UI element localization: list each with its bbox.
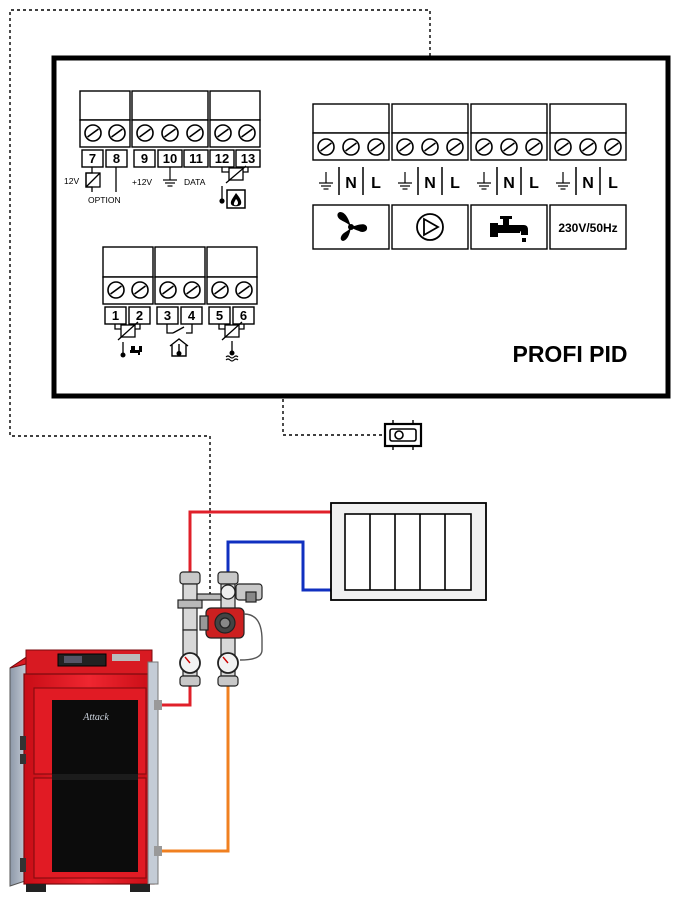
terminal-8-label: 8	[113, 151, 120, 166]
room-thermostat-contact-symbol	[166, 324, 193, 334]
pin-labels-fan: N L	[319, 167, 381, 195]
terminal-block-12-13	[209, 90, 261, 148]
terminal-11-label: 11	[189, 151, 203, 166]
pump-box	[391, 204, 469, 250]
terminal-4-label: 4	[188, 308, 196, 323]
neutral-label: N	[424, 175, 436, 192]
pump-group	[177, 571, 263, 687]
label-12v: 12V	[64, 176, 79, 186]
live-label: L	[608, 175, 618, 192]
terminal-numbers-top: 7 8 9 10 11 12 13	[81, 149, 261, 168]
neutral-label: N	[345, 175, 357, 192]
power-terminal-mains	[549, 103, 627, 161]
dhw-sensor-symbol	[114, 321, 141, 341]
pump-icon	[416, 213, 444, 241]
boiler-return-pipe	[160, 680, 230, 853]
terminal-block-9-11	[131, 90, 209, 148]
house-icon	[169, 338, 189, 357]
pin-labels-dhw: N L	[477, 167, 539, 195]
live-label: L	[450, 175, 460, 192]
fan-box	[312, 204, 390, 250]
flue-sensor-symbol	[221, 165, 249, 184]
terminal-block-1-2	[102, 246, 154, 305]
neutral-label: N	[503, 175, 515, 192]
terminal-block-7-8	[79, 90, 131, 148]
return-sensor-symbol	[218, 321, 245, 341]
panel-title: PROFI PID	[512, 341, 627, 367]
power-terminal-fan	[312, 103, 390, 161]
terminal-5-label: 5	[216, 308, 223, 323]
boiler: Attack	[9, 649, 162, 892]
relay-coil-icon	[85, 167, 117, 192]
flue-gas-thermometer-icon	[219, 186, 246, 209]
power-terminal-pump	[391, 103, 469, 161]
dhw-thermometer-icon	[120, 342, 142, 358]
terminal-12-label: 12	[215, 151, 229, 166]
label-plus-12v: +12V	[132, 177, 152, 187]
terminal-6-label: 6	[240, 308, 247, 323]
pin-labels-pump: N L	[398, 167, 460, 195]
boiler-brand: Attack	[82, 712, 109, 723]
terminal-13-label: 13	[241, 151, 255, 166]
mains-box: 230V/50Hz	[549, 204, 627, 250]
terminal-1-label: 1	[112, 308, 119, 323]
neutral-label: N	[582, 175, 594, 192]
terminal-block-3-4	[154, 246, 206, 305]
water-thermometer-icon	[225, 341, 239, 362]
pin-labels-mains: N L	[556, 167, 618, 195]
voltage-label: 230V/50Hz	[558, 221, 617, 235]
radiator	[330, 502, 487, 601]
room-thermostat-icon	[383, 420, 423, 450]
label-option: OPTION	[88, 195, 121, 205]
power-terminal-dhw	[470, 103, 548, 161]
terminal-7-label: 7	[89, 151, 96, 166]
signal-wire-top	[9, 9, 431, 600]
fan-icon	[337, 212, 368, 241]
terminal-9-label: 9	[141, 151, 148, 166]
dhw-box	[470, 204, 548, 250]
live-label: L	[371, 175, 381, 192]
terminal-10-label: 10	[163, 151, 177, 166]
live-label: L	[529, 175, 539, 192]
radiator-return-pipe	[226, 540, 333, 592]
ground-icon	[163, 167, 177, 187]
terminal-3-label: 3	[164, 308, 171, 323]
terminal-2-label: 2	[136, 308, 143, 323]
tap-icon	[490, 216, 528, 242]
terminal-numbers-bottom: 1 2 3 4 5 6	[104, 306, 255, 325]
label-data: DATA	[184, 177, 206, 187]
supply-pipe	[160, 510, 333, 707]
terminal-block-5-6	[206, 246, 258, 305]
